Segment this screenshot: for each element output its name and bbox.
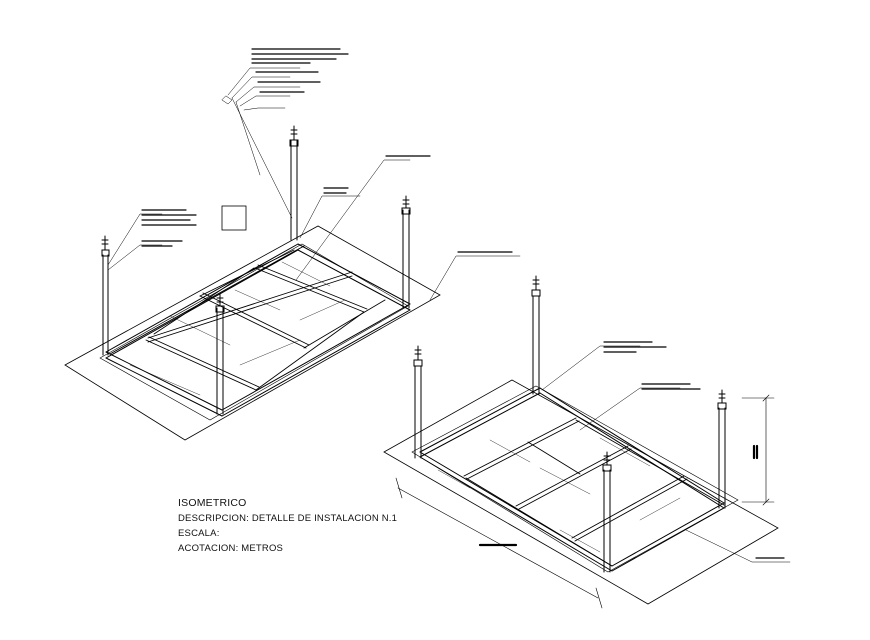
right-grid-cross-bars: [465, 419, 725, 567]
drawing-title: ISOMETRICO: [178, 497, 247, 509]
right-assembly: [383, 275, 791, 609]
right-annotations: [541, 345, 791, 563]
left-grid-cross-bars: [153, 249, 386, 391]
right-tile-lines: [437, 437, 681, 553]
right-grid-long-bars: [463, 417, 688, 542]
right-frame-area: [411, 385, 739, 573]
left-base-slab: [64, 225, 441, 441]
drawing-description: DESCRIPCION: DETALLE DE INSTALACION N.1: [178, 513, 398, 524]
left-perimeter-beams: [105, 243, 411, 417]
left-tile-lines: [129, 261, 346, 396]
right-dimensions: [395, 394, 775, 609]
drawing-scale: ESCALA:: [178, 528, 220, 539]
title-block: ISOMETRICO DESCRIPCION: DETALLE DE INSTA…: [178, 496, 438, 556]
left-grid-long-bars: [145, 264, 368, 391]
left-detail-box: [221, 205, 247, 231]
left-note-strokes: [141, 48, 513, 253]
left-annotations: [107, 67, 521, 301]
left-assembly: [64, 48, 521, 441]
right-dimension-values: [478, 444, 759, 547]
right-posts: [413, 275, 727, 573]
left-posts: [101, 125, 411, 415]
right-base-slab: [383, 379, 779, 605]
right-note-strokes: [603, 341, 785, 559]
left-main-beam: [109, 245, 305, 355]
drawing-dimensioning: ACOTACION: METROS: [178, 543, 284, 554]
left-frame-area: [99, 243, 409, 421]
